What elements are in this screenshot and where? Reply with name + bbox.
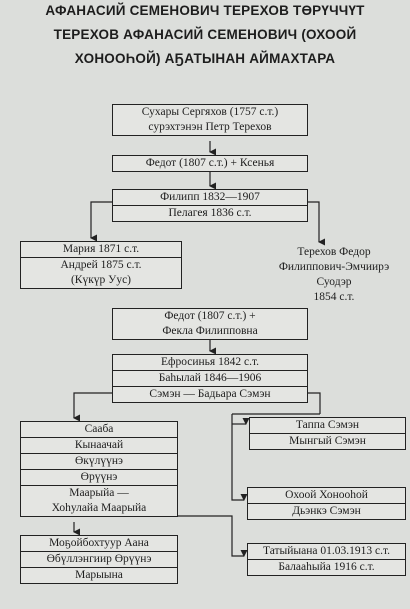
box-mogoi-group: Моҕойбохтуур Аана Өбүллэнгиир Өрүүнэ Мар… [20,535,178,584]
connector-vertical-group [231,414,248,501]
box-okhooi-line-2: Дьэнкэ Сэмэн [248,503,405,519]
box-fedot-fekla: Федот (1807 с.т.) + Фекла Филипповна [112,308,308,340]
title-line-1: АФАНАСИЙ СЕМЕНОВИЧ ТЕРЕХОВ ТӨРҮЧЧҮТ [45,3,365,18]
box-tatyana-line-1: Татыйыана 01.03.1913 с.т. [262,545,391,557]
box-fedor-line-2: Филиппович-Эмчиирэ [278,261,390,273]
box-saaba-line-2: Кынаачай [21,437,177,453]
box-fedot-fekla-line-1: Федот (1807 с.т.) + [164,310,256,322]
title-line-2: ТЕРЕХОВ АФАНАСИЙ СЕМЕНОВИЧ (ОХООЙ [53,27,357,42]
box-mariya-line-2: Андрей 1875 с.т. [21,257,181,273]
box-mogoi-line-3: Марыына [21,567,177,583]
box-saaba-line-3: Өкүлүүнэ [21,453,177,469]
box-efrosinya-line-3: Сэмэн — Бадьара Сэмэн [113,386,307,402]
box-mariya-line-3: (Күкүр Уус) [70,274,132,286]
box-okhooi-group: Охоой Хонооһой Дьэнкэ Сэмэн [247,487,406,520]
box-fedor-line-1: Терехов Федор [297,246,371,258]
box-efrosinya: Ефросинья 1842 с.т. Баһылай 1846—1906 Сэ… [112,354,308,403]
box-efrosinya-line-2: Баһылай 1846—1906 [113,370,307,386]
box-filipp-pelageya: Филипп 1832—1907 Пелагея 1836 с.т. [112,189,308,222]
box-tatyana-group: Татыйыана 01.03.1913 с.т. Балааһыйа 1916… [247,543,406,576]
box-tatyana-line-2: Балааһыйа 1916 с.т. [248,559,405,575]
box-okhooi-line-1: Охоой Хонооһой [285,489,368,501]
box-mogoi-line-1: Моҕойбохтуур Аана [49,537,149,549]
box-filipp-line-2: Пелагея 1836 с.т. [113,205,307,221]
connector-to-tatyana [178,515,248,557]
box-saaba-line-5: Маарыйа — [21,485,177,501]
box-fedot-kseniya-line-1: Федот (1807 с.т.) + Ксенья [145,157,275,169]
box-tappa-line-1: Таппа Сэмэн [295,419,360,431]
box-tappa-group: Таппа Сэмэн Мынгый Сэмэн [249,417,406,450]
connector-efrosinya-saaba [73,392,116,422]
box-root-line-2: сурэхтэнэн Петр Терехов [148,121,272,133]
box-terekhov-fedor: Терехов Федор Филиппович-Эмчиирэ Суодэр … [262,245,406,305]
box-fedor-line-3: Суодэр [316,276,352,288]
box-saaba-line-1: Сааба [84,423,114,435]
box-filipp-line-1: Филипп 1832—1907 [160,191,260,203]
connector-efrosinya-branch [304,392,321,414]
connector-filipp-fedor [304,201,325,246]
box-fedot-fekla-line-2: Фекла Филипповна [162,325,258,337]
connector-filipp-mariya [90,201,116,242]
box-saaba-line-4: Өрүүнэ [21,469,177,485]
box-mariya-andrei: Мария 1871 с.т. Андрей 1875 с.т. (Күкүр … [20,241,182,289]
box-efrosinya-line-1: Ефросинья 1842 с.т. [161,356,259,368]
box-root-line-1: Сухары Сергяхов (1757 с.т.) [141,106,279,118]
box-fedot-kseniya: Федот (1807 с.т.) + Ксенья [112,155,308,172]
box-saaba-group: Сааба Кынаачай Өкүлүүнэ Өрүүнэ Маарыйа —… [20,421,178,517]
box-mariya-line-1: Мария 1871 с.т. [62,243,140,255]
box-root: Сухары Сергяхов (1757 с.т.) сурэхтэнэн П… [112,104,308,136]
box-mogoi-line-2: Өбүллэнгиир Өрүүнэ [21,551,177,567]
title-line-3: ХОНООҺОЙ) АҔАТЫНАН АЙМАХТАРА [74,51,336,66]
box-tappa-line-2: Мынгый Сэмэн [250,433,405,449]
box-fedor-line-4: 1854 с.т. [313,291,355,303]
box-saaba-line-6: Хоһулайа Маарыйа [51,502,147,514]
